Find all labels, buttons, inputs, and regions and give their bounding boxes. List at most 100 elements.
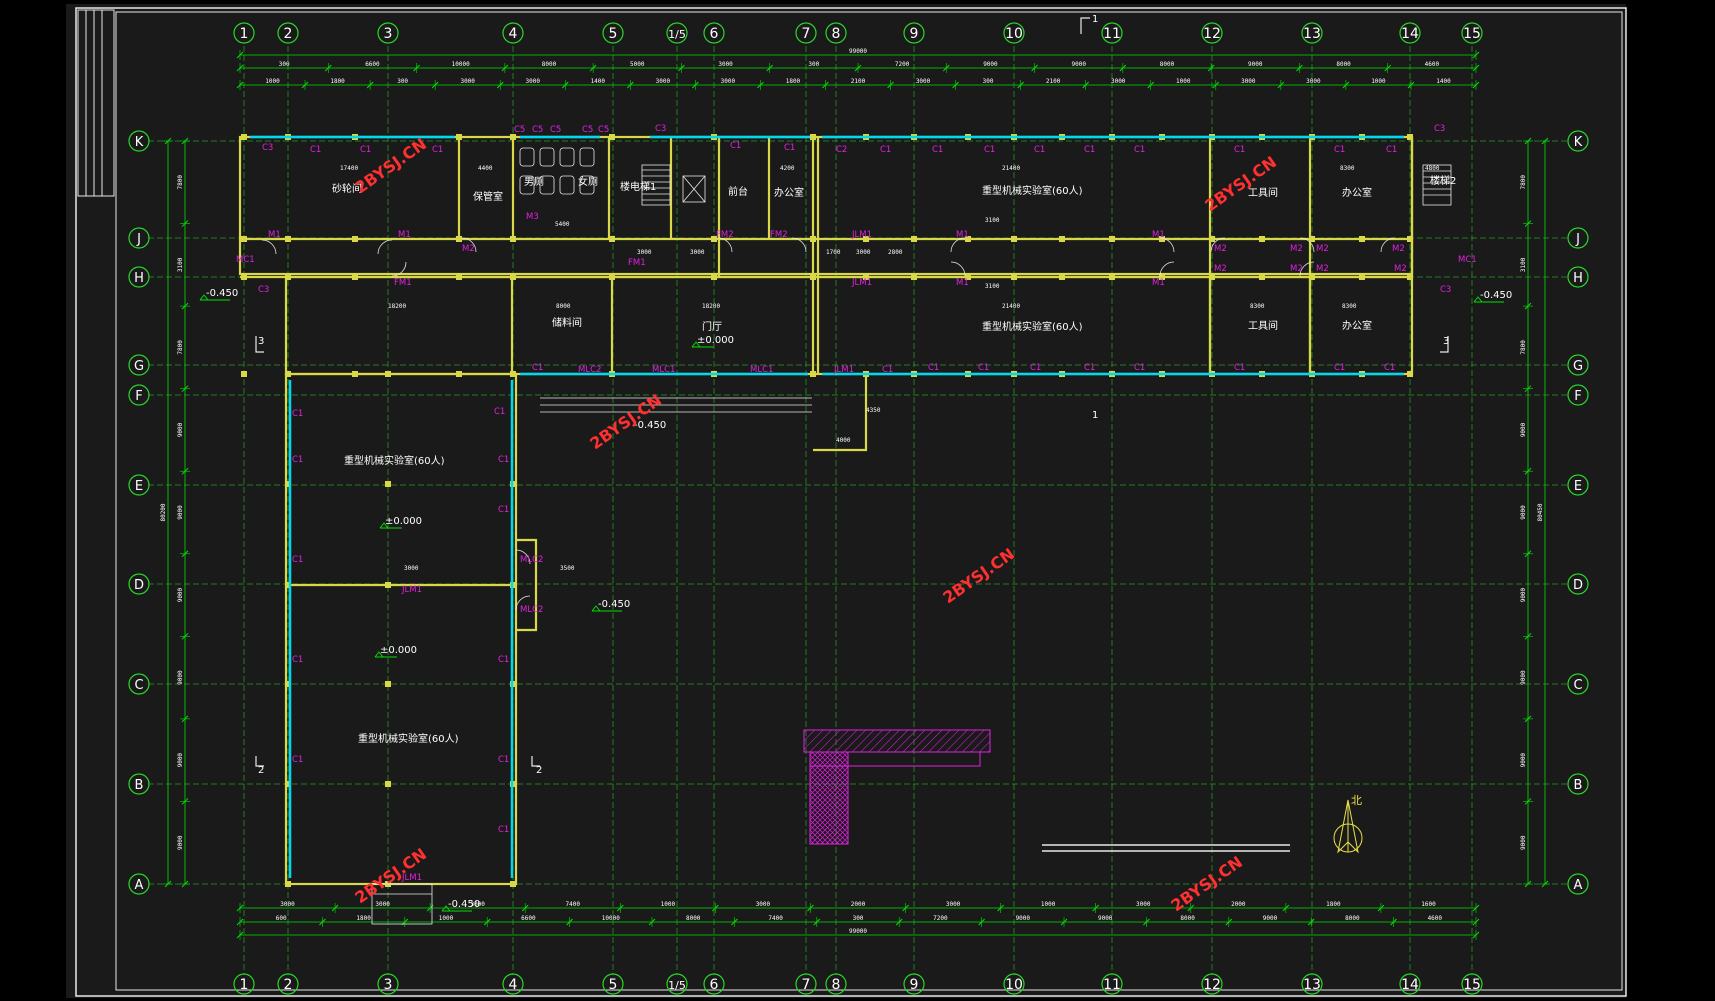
dimension-label: 10000 — [452, 61, 470, 68]
column — [510, 371, 516, 377]
axis-bubble-label: 14 — [1401, 26, 1419, 42]
opening-code: C5 — [514, 125, 525, 135]
inner-dim: 3000 — [856, 249, 871, 256]
room-label: 女厕 — [578, 175, 598, 188]
section-numbers: 1 1 2 2 3 3 — [258, 14, 1449, 776]
inner-dim: 21400 — [1002, 303, 1020, 310]
elevation-value: -0.450 — [1480, 290, 1512, 301]
opening-code: C1 — [978, 363, 989, 373]
dimension-label: 3000 — [718, 61, 733, 68]
inner-dim: 8300 — [1340, 165, 1355, 172]
window-lines — [250, 135, 1404, 878]
axis-bubble — [1003, 22, 1025, 44]
opening-code: C1 — [1384, 363, 1395, 373]
dimension-label: 3000 — [375, 901, 390, 908]
axis-bubble-label: 7 — [802, 977, 811, 993]
title-strip — [77, 9, 115, 197]
axis-bubble — [1567, 130, 1589, 152]
inner-dim: 4800 — [1425, 165, 1440, 172]
axis-bubble — [666, 22, 688, 44]
scale-bar — [1042, 844, 1290, 852]
column — [1159, 236, 1165, 242]
inner-frame — [115, 11, 1623, 991]
dimension-label: 5000 — [630, 61, 645, 68]
opening-code: C1 — [1334, 363, 1345, 373]
dimension-label: 3000 — [470, 901, 485, 908]
axis-bubble — [602, 973, 624, 995]
room-label: 重型机械实验室(60人) — [982, 320, 1083, 333]
room-label: 办公室 — [1342, 186, 1372, 199]
room-label: 楼梯2 — [1430, 174, 1456, 187]
axis-bubble-label: 9 — [910, 977, 919, 993]
dimension-label: 9000 — [1520, 753, 1527, 768]
opening-code: C3 — [262, 143, 273, 153]
dimension-label: 3000 — [1306, 78, 1321, 85]
axis-bubble-label: 13 — [1303, 977, 1321, 993]
opening-code: C1 — [292, 455, 303, 465]
room-label: 办公室 — [1342, 319, 1372, 332]
dimension-label: 9000 — [983, 61, 998, 68]
dimension-label: 2000 — [851, 901, 866, 908]
column — [911, 236, 917, 242]
dimension-label: 1600 — [1421, 901, 1436, 908]
dimension-label: 3000 — [526, 78, 541, 85]
dimension-label: 9000 — [177, 753, 184, 768]
column — [1359, 274, 1365, 280]
axis-bubble — [1567, 474, 1589, 496]
opening-code: C3 — [258, 285, 269, 295]
dimension-label: 2100 — [851, 78, 866, 85]
axis-bubble — [795, 22, 817, 44]
inner-dim: 17400 — [340, 165, 358, 172]
opening-codes: C3 C1 C1 C1 C5 C5 C5 C5 C5 C3 C1 C1 C2 C… — [236, 124, 1477, 883]
dimension-label: 4600 — [1425, 61, 1440, 68]
dimension-label: 6600 — [365, 61, 380, 68]
opening-code: JLM1 — [833, 365, 854, 375]
elevation-value: -0.450 — [448, 899, 480, 910]
opening-code: FM2 — [716, 230, 734, 240]
column — [456, 134, 462, 140]
dimension-label: 9000 — [1248, 61, 1263, 68]
column — [1109, 274, 1115, 280]
column — [810, 134, 816, 140]
room-label: 重型机械实验室(60人) — [344, 454, 445, 467]
column — [241, 274, 247, 280]
dimension-label: 4600 — [1428, 915, 1443, 922]
axis-bubble-label: 14 — [1401, 977, 1419, 993]
opening-code: C1 — [984, 145, 995, 155]
axis-bubble — [703, 22, 725, 44]
axis-bubble-label: H — [1573, 271, 1583, 286]
axis-bubble-label: 7 — [802, 26, 811, 42]
column — [456, 371, 462, 377]
column — [285, 881, 291, 887]
opening-code: M1 — [268, 230, 281, 240]
opening-code: M2 — [462, 244, 475, 254]
section-marks — [255, 17, 1449, 767]
axis-bubble — [128, 474, 150, 496]
opening-code: M2 — [1392, 244, 1405, 254]
axis-bubble-label: E — [135, 479, 143, 494]
inner-dim: 3500 — [560, 565, 575, 572]
opening-code: C1 — [498, 505, 509, 515]
axis-bubble-label: 8 — [832, 26, 841, 42]
elevation-value: ±0.000 — [385, 516, 422, 527]
opening-code: M1 — [398, 230, 411, 240]
dimension-label: 600 — [276, 915, 287, 922]
axis-bubble-label: 11 — [1103, 977, 1121, 993]
dimension-label: 9000 — [177, 835, 184, 850]
axis-bubble — [128, 773, 150, 795]
axis-bubble — [1101, 22, 1123, 44]
elevation-value: ±0.000 — [697, 335, 734, 346]
axis-bubble — [128, 873, 150, 895]
dimension-label: 1000 — [1176, 78, 1191, 85]
dimension-label: 9000 — [1520, 422, 1527, 437]
axis-bubble-label: 3 — [384, 977, 393, 993]
dimension-label: 3000 — [756, 901, 771, 908]
column — [285, 274, 291, 280]
axis-bubble-label: K — [1574, 135, 1583, 150]
axis-bubble-label: 9 — [910, 26, 919, 42]
axis-bubble — [1567, 573, 1589, 595]
opening-code: C5 — [550, 125, 561, 135]
dimension-label: 1000 — [265, 78, 280, 85]
axis-bubble-label: 2 — [284, 977, 293, 993]
